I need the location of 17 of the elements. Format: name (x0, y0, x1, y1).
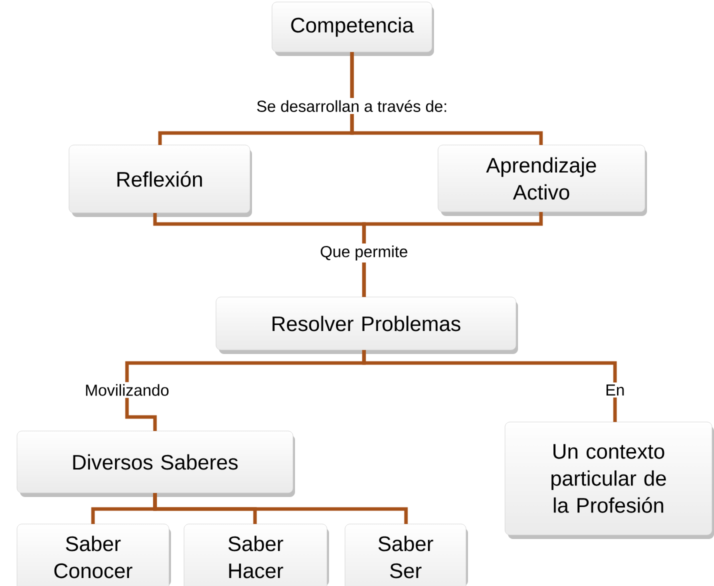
concept-box: Un contexto particular de la Profesión (504, 422, 714, 539)
concept-box: Reflexión (68, 144, 252, 217)
connector (350, 52, 543, 145)
connector (362, 212, 543, 297)
edge-label: Movilizando (82, 382, 172, 398)
connector (362, 350, 617, 422)
concept-box: Aprendizaje Activo (438, 144, 647, 216)
concept-box: Competencia (272, 2, 434, 56)
connector (153, 493, 408, 524)
concept-box: Saber Conocer (16, 524, 171, 586)
concept-box: Diversos Saberes (16, 430, 295, 497)
concept-box: Resolver Problemas (216, 296, 518, 354)
edge-label: Se desarrollan a través de: (254, 98, 450, 114)
concept-box: Saber Hacer (184, 524, 329, 586)
concept-box: Saber Ser (344, 524, 468, 586)
edge-label: En (603, 382, 627, 398)
edge-label: Que permite (318, 244, 410, 262)
